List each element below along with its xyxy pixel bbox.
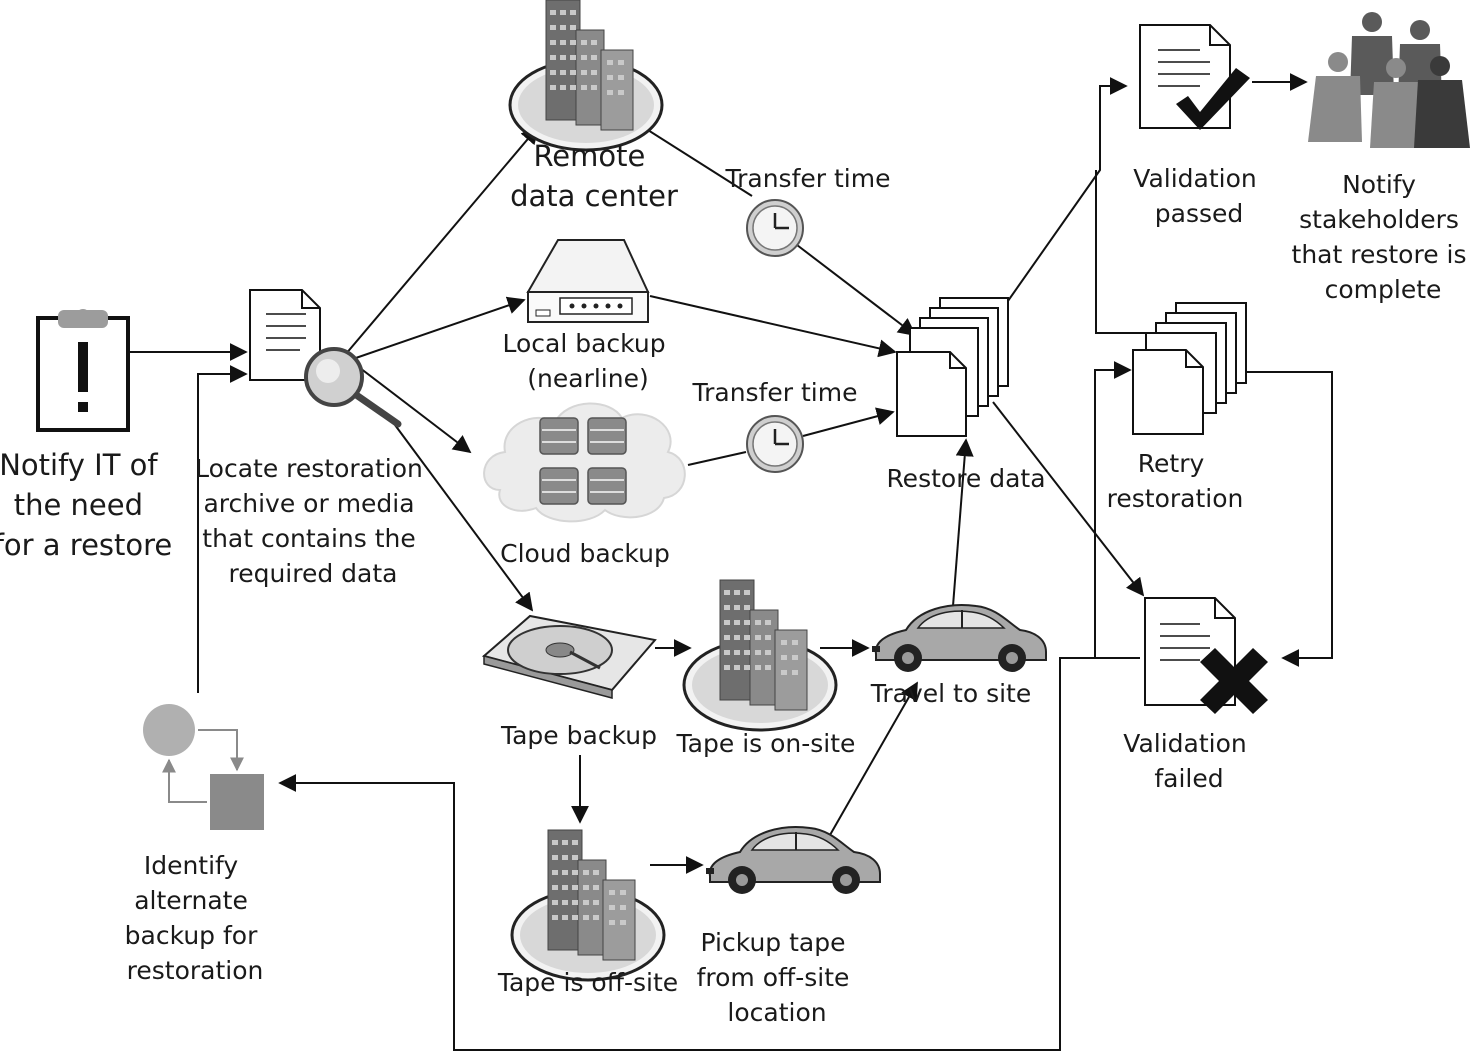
transfer-time-top-label: Transfer time xyxy=(725,164,891,193)
transfer-time-mid-label: Transfer time xyxy=(692,378,858,407)
validation-failed-node: Validation failed xyxy=(1123,597,1268,793)
restore-label: Restore data xyxy=(886,464,1045,493)
clock-icon xyxy=(745,198,805,258)
locate-node: Locate restoration archive or media that… xyxy=(195,289,431,588)
validation-passed-node: Validation passed xyxy=(1133,24,1264,228)
travel-node: Travel to site xyxy=(870,604,1047,708)
document-magnifier-icon xyxy=(249,289,402,428)
document-check-icon xyxy=(1139,24,1250,130)
validation-failed-label: Validation failed xyxy=(1123,729,1254,793)
clipboard-alert-icon xyxy=(36,309,130,432)
people-group-icon xyxy=(1308,12,1470,148)
edge-clock2-to-restore xyxy=(802,407,895,437)
retry-node: Retry restoration xyxy=(1107,302,1247,513)
building-icon xyxy=(508,0,664,152)
notify-it-node: Notify IT of the need for a restore xyxy=(0,309,172,562)
edges xyxy=(130,73,1333,1051)
edge-retry-to-passed xyxy=(1095,170,1156,334)
tape-onsite-node: Tape is on-site xyxy=(676,578,856,758)
edge-locate-to-local xyxy=(349,296,526,361)
cloud-backup-label: Cloud backup xyxy=(500,539,670,568)
remote-dc-label: Remote data center xyxy=(510,139,678,213)
edge-locate-to-cloud xyxy=(359,367,472,454)
identify-alternate-node: Identify alternate backup for restoratio… xyxy=(125,704,266,985)
retry-label: Retry restoration xyxy=(1107,449,1244,513)
document-stack-icon xyxy=(1132,302,1247,435)
notify-stakeholders-node: Notify stakeholders that restore is comp… xyxy=(1292,12,1475,304)
tape-backup-node: Tape backup xyxy=(481,614,657,750)
hard-drive-icon xyxy=(481,614,657,699)
edge-locate-to-tape xyxy=(394,424,534,612)
validation-passed-label: Validation passed xyxy=(1133,164,1264,228)
tape-onsite-label: Tape is on-site xyxy=(676,729,856,758)
tape-offsite-label: Tape is off-site xyxy=(497,968,678,997)
tape-backup-label: Tape backup xyxy=(500,721,657,750)
edge-locate-to-remote xyxy=(344,125,540,356)
edge-pickup-to-travel xyxy=(829,681,918,836)
local-backup-node: Local backup (nearline) xyxy=(502,239,673,393)
identify-alternate-label: Identify alternate backup for restoratio… xyxy=(125,851,266,985)
alternate-cycle-icon xyxy=(143,704,264,830)
notify-stakeholders-label: Notify stakeholders that restore is comp… xyxy=(1292,170,1475,304)
edge-local-to-restore xyxy=(649,295,897,358)
remote-data-center-node: Remote data center xyxy=(508,0,678,213)
edge-restore-to-passed xyxy=(1002,77,1128,309)
document-stack-icon xyxy=(896,297,1009,437)
building-icon xyxy=(510,828,666,982)
transfer-time-mid-node: Transfer time xyxy=(692,378,858,474)
document-x-icon xyxy=(1144,597,1268,714)
edge-restore-to-failed xyxy=(992,401,1145,597)
cloud-database-icon xyxy=(483,402,686,523)
edge-travel-to-restore xyxy=(952,438,974,607)
building-icon xyxy=(682,578,838,732)
clock-icon xyxy=(745,414,805,474)
edge-failed-to-retry xyxy=(1094,361,1140,659)
pickup-node: Pickup tape from off-site location xyxy=(697,826,881,1027)
server-appliance-icon xyxy=(526,239,650,323)
notify-it-label: Notify IT of the need for a restore xyxy=(0,448,172,562)
car-icon xyxy=(871,604,1047,673)
edge-cloud-to-clock xyxy=(687,451,747,466)
travel-label: Travel to site xyxy=(870,679,1031,708)
cloud-backup-node: Cloud backup xyxy=(483,402,686,568)
edge-retry-to-failed xyxy=(1245,371,1333,667)
edge-alternate-to-locate xyxy=(197,365,248,693)
car-icon xyxy=(705,826,881,895)
pickup-label: Pickup tape from off-site location xyxy=(697,928,858,1027)
edge-clock-to-restore xyxy=(796,244,917,337)
edge-failed-to-alternate xyxy=(278,657,1095,1051)
local-backup-label: Local backup (nearline) xyxy=(502,329,673,393)
transfer-time-top-node: Transfer time xyxy=(725,164,891,258)
locate-label: Locate restoration archive or media that… xyxy=(195,454,431,588)
tape-offsite-node: Tape is off-site xyxy=(497,828,678,997)
edge-remote-to-clock xyxy=(639,124,753,197)
restore-node: Restore data xyxy=(886,297,1046,493)
